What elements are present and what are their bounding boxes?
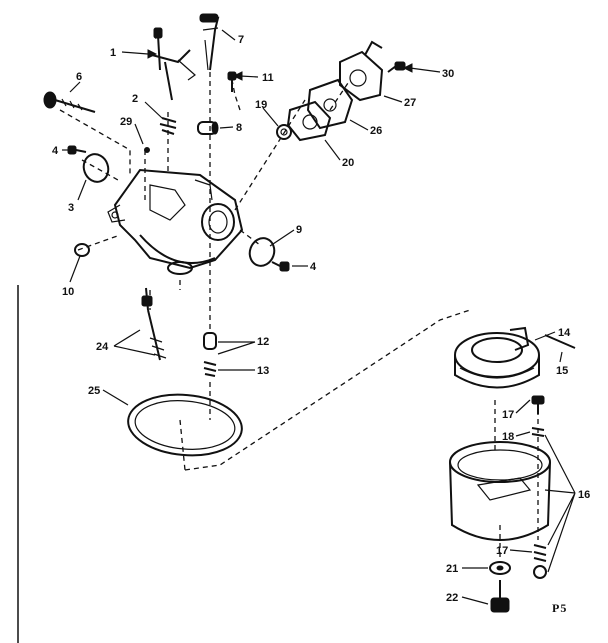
callout-17a: 17 [502,409,514,421]
callout-15: 15 [556,365,568,377]
assembly-guide-lines [59,72,539,560]
callout-26: 26 [370,125,382,137]
callout-2: 2 [132,93,138,105]
part-18[interactable] [531,427,545,437]
part-spring-13[interactable] [203,361,217,377]
callout-6: 6 [76,71,82,83]
callout-13: 13 [257,365,269,377]
callout-25: 25 [88,385,100,397]
callout-21: 21 [446,563,458,575]
part-bushing-8[interactable] [197,121,219,135]
part-pin-15[interactable] [544,334,576,349]
callout-1: 1 [110,47,116,59]
part-throttle-shaft[interactable] [151,27,196,101]
part-float-14[interactable] [454,326,540,389]
part-choke-plate[interactable] [246,235,278,270]
callout-10: 10 [62,286,74,298]
callout-19: 19 [255,99,267,111]
part-17a[interactable] [531,395,545,414]
part-idle-screw[interactable] [43,91,96,113]
part-choke-shaft[interactable] [199,13,220,71]
part-fuel-pump-27[interactable] [339,40,384,102]
part-screw-11[interactable] [227,71,237,92]
part-spring-2[interactable] [159,117,177,135]
callout-20: 20 [342,157,354,169]
part-needle-24[interactable] [141,287,167,361]
part-float-bowl-16[interactable] [449,441,551,541]
part-screw-30[interactable] [387,61,406,73]
callout-9: 9 [296,224,302,236]
callout-27: 27 [404,97,416,109]
callout-3: 3 [68,202,74,214]
callout-4b: 4 [310,261,317,273]
part-bolt-22[interactable] [490,580,510,613]
callout-16: 16 [578,489,590,501]
callout-14: 14 [558,327,571,339]
callout-4a: 4 [52,145,59,157]
part-pin-29[interactable] [144,147,150,153]
part-diaphragm-26[interactable] [306,78,354,130]
part-o-ring-25[interactable] [126,390,245,460]
callout-7: 7 [238,34,244,46]
part-screw-4a[interactable] [67,145,87,155]
callout-11: 11 [262,72,274,84]
callout-8: 8 [236,122,242,134]
callout-labels: 1 7 6 11 30 2 27 29 19 8 26 4 20 3 9 10 … [52,34,590,615]
part-17b[interactable] [533,544,547,579]
leader-lines [62,29,576,605]
part-spring-19[interactable] [276,124,292,140]
part-throttle-plate[interactable] [80,151,112,186]
part-carburetor-body[interactable] [107,168,244,275]
callout-22: 22 [446,592,458,604]
part-washer-21[interactable] [489,561,511,575]
callout-17b: 17 [496,545,508,557]
part-needle-12[interactable] [203,332,217,350]
callout-12: 12 [257,336,269,348]
part-screw-4b[interactable] [271,261,290,272]
figure-code: P5 [552,601,567,615]
callout-29: 29 [120,116,132,128]
callout-30: 30 [442,68,454,80]
part-washer-10[interactable] [74,243,90,257]
callout-24: 24 [96,341,109,353]
callout-18: 18 [502,431,514,443]
